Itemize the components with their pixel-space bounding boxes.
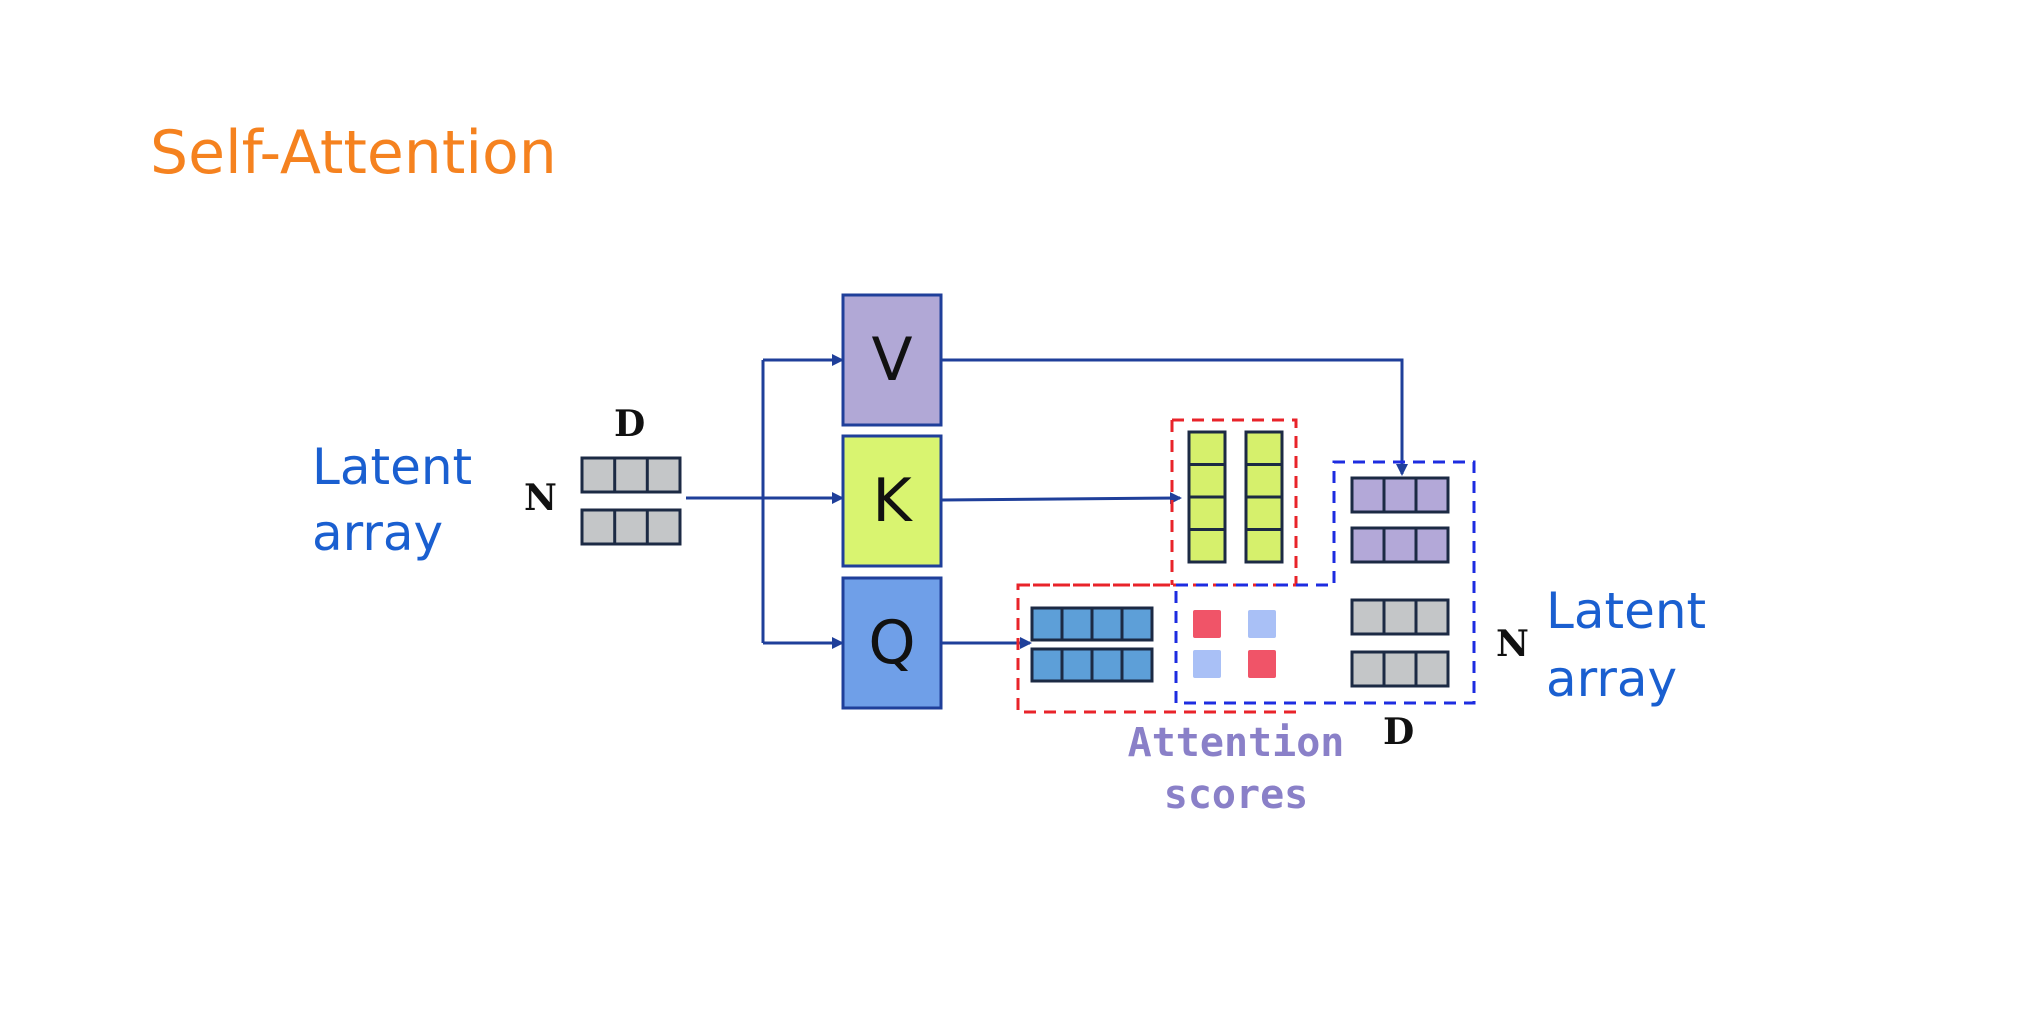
output-label-line2: array <box>1546 650 1677 708</box>
k-column-2 <box>1244 430 1284 564</box>
v-row-1 <box>1350 476 1450 514</box>
attention-score-matrix <box>1193 610 1276 678</box>
output-dim-n: N <box>1496 623 1529 665</box>
q-box-label: Q <box>868 608 915 678</box>
output-dim-d: D <box>1383 711 1414 753</box>
input-latent-array <box>580 456 682 546</box>
output-arrows <box>941 358 1408 649</box>
score-cell-1-1 <box>1193 610 1221 638</box>
red-dashed-region <box>1016 418 1298 714</box>
input-dim-n: N <box>524 477 557 519</box>
v-row-2 <box>1350 526 1450 564</box>
q-row-1 <box>1030 606 1154 642</box>
k-column-1 <box>1187 430 1227 564</box>
input-arrows <box>686 354 844 649</box>
q-box: Q <box>841 576 943 710</box>
score-cell-1-2 <box>1248 610 1276 638</box>
score-cell-2-1 <box>1193 650 1221 678</box>
v-box-label: V <box>871 325 912 395</box>
v-array <box>1350 476 1450 564</box>
slide-title: Self-Attention <box>150 118 557 188</box>
q-row-2 <box>1030 647 1154 683</box>
k-box-label: K <box>872 466 913 536</box>
input-dim-d: D <box>614 403 645 445</box>
output-latent-array <box>1350 598 1450 688</box>
blue-dashed-region <box>1174 460 1476 705</box>
v-box: V <box>841 293 943 427</box>
red-dashed-region-left <box>1018 420 1174 587</box>
input-row-2 <box>580 508 682 546</box>
scores-label-line1: Attention <box>1128 720 1345 766</box>
input-label-line1: Latent <box>312 438 472 496</box>
k-box: K <box>841 434 943 568</box>
input-row-1 <box>580 456 682 494</box>
output-label-line1: Latent <box>1546 582 1706 640</box>
output-row-2 <box>1350 650 1450 688</box>
scores-label-line2: scores <box>1164 772 1309 818</box>
score-cell-2-2 <box>1248 650 1276 678</box>
q-array <box>1030 606 1154 683</box>
k-transposed-array <box>1187 430 1284 564</box>
input-label-line2: array <box>312 504 443 562</box>
output-row-1 <box>1350 598 1450 636</box>
